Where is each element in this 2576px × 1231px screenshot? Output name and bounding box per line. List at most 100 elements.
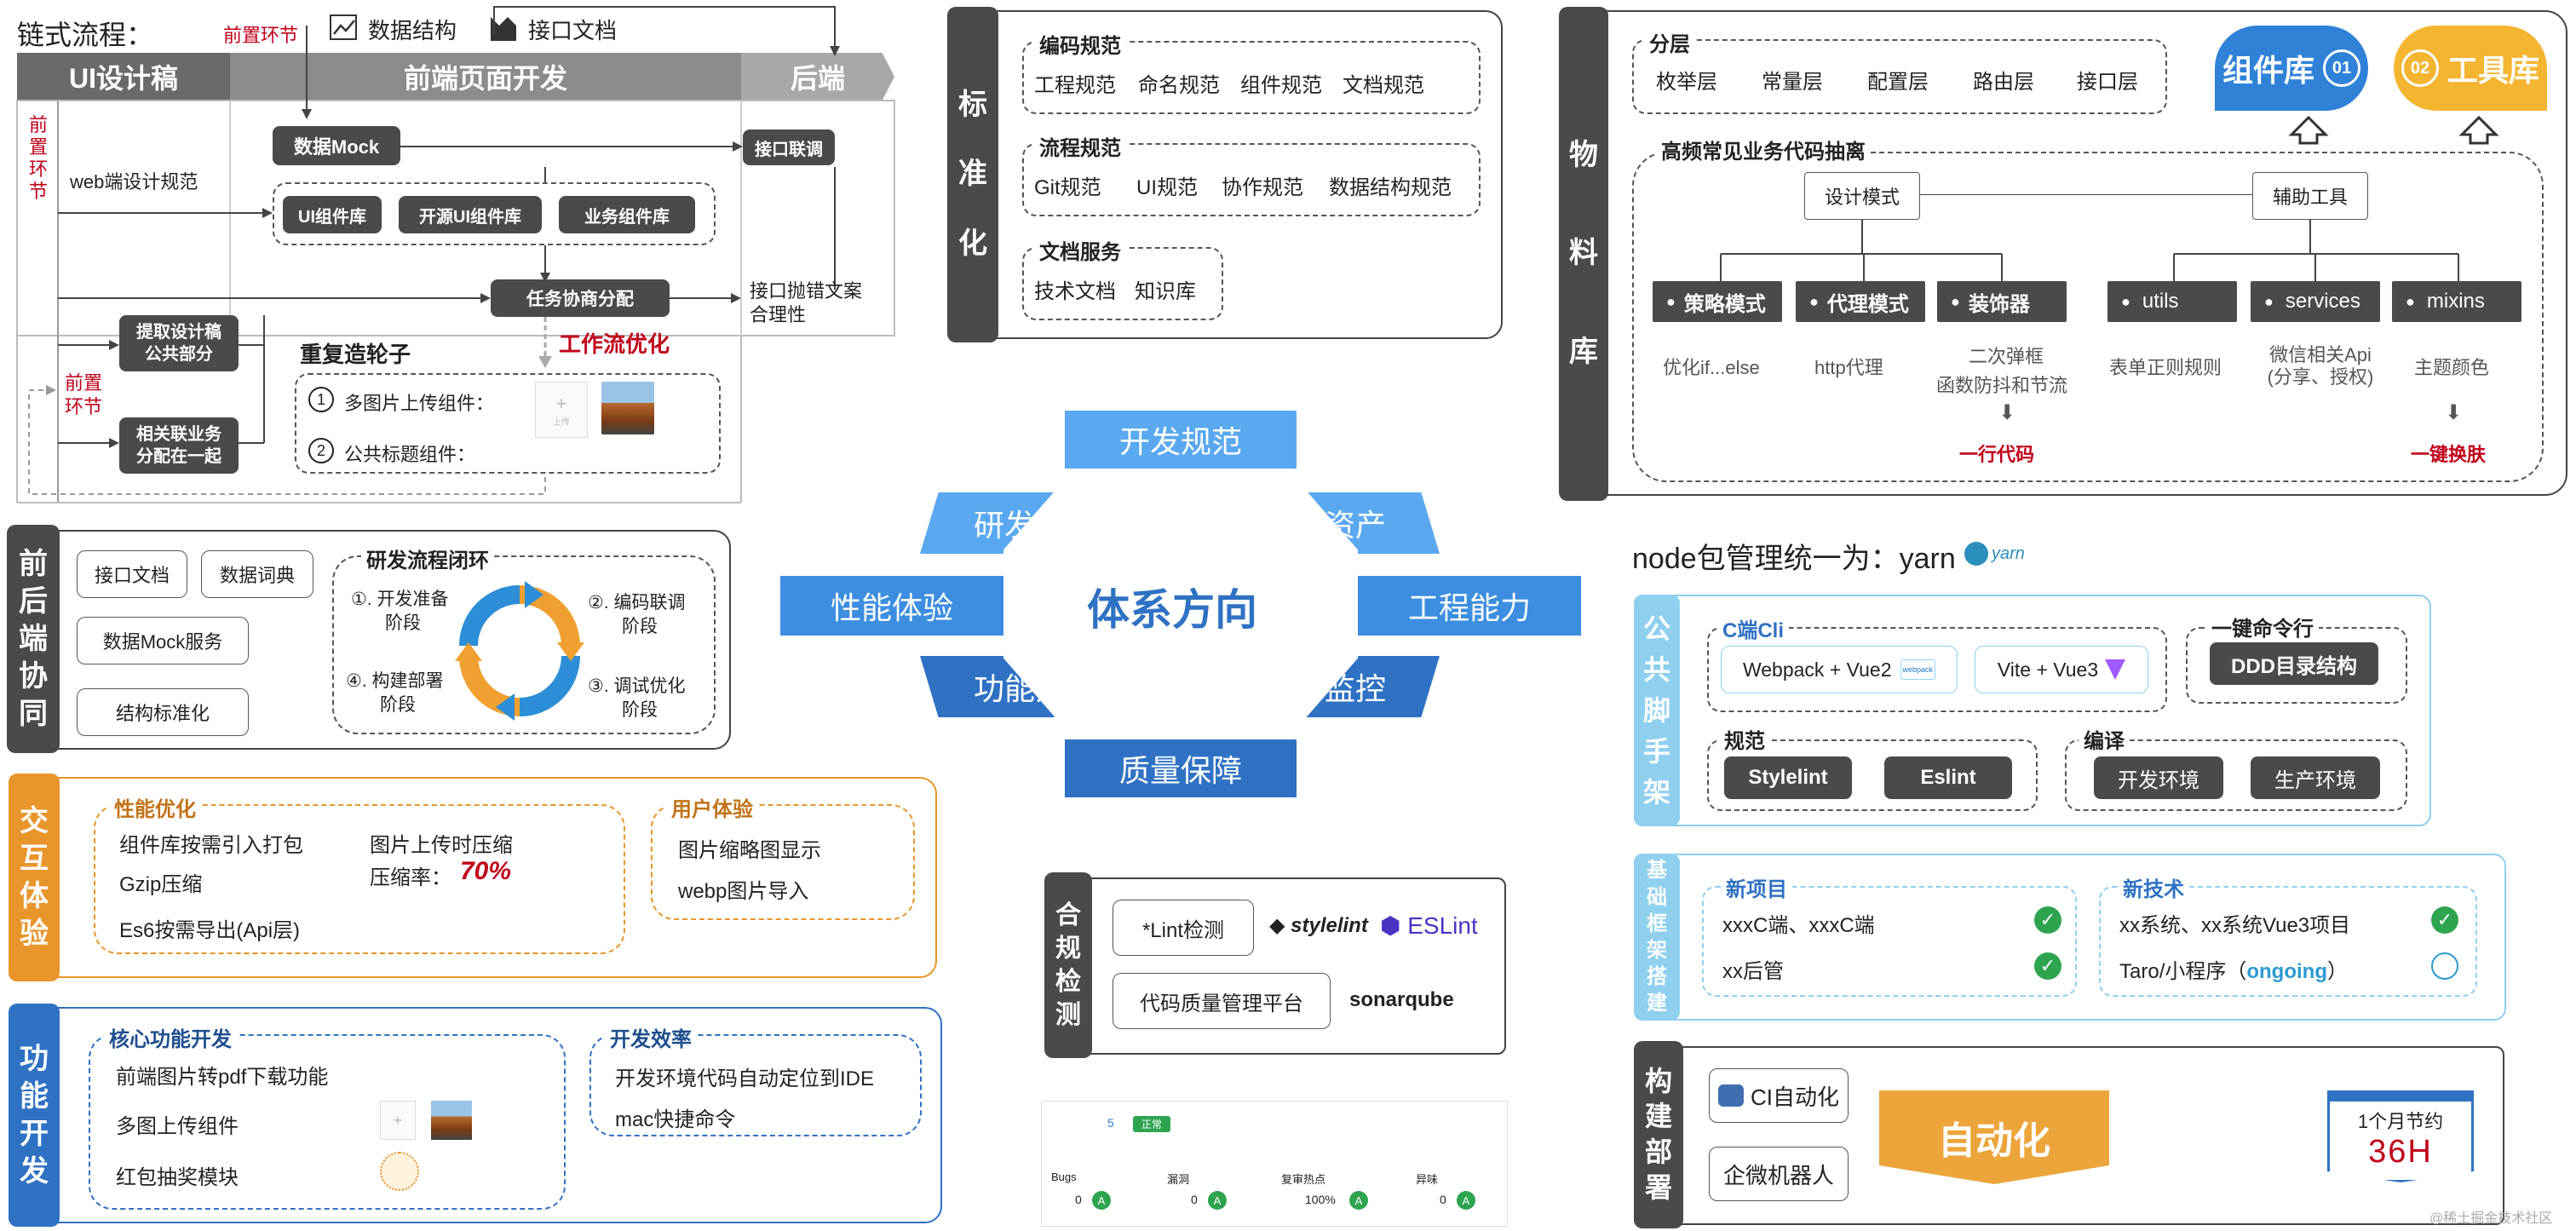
sonar-metric-label: 漏洞 xyxy=(1167,1173,1190,1186)
std-g2-box xyxy=(1022,143,1481,216)
task-node[interactable]: 任务协商分配 xyxy=(491,279,670,317)
ui-lib-node[interactable]: UI组件库 xyxy=(283,196,382,233)
collab-apidoc[interactable]: 接口文档 xyxy=(77,550,187,598)
tool-utils[interactable]: ●utils xyxy=(2107,281,2237,322)
chain-lines xyxy=(16,6,895,503)
tool-mixins[interactable]: ●mixins xyxy=(2392,281,2521,322)
workflow-title: 工作流优化 xyxy=(559,331,670,357)
tool-services[interactable]: ●services xyxy=(2251,281,2380,322)
newproj-item2: xx后管 xyxy=(1722,960,1784,983)
building-photo xyxy=(601,382,654,434)
core-item2: 多图上传组件 xyxy=(116,1115,239,1138)
tag-char: 功 xyxy=(20,1042,49,1075)
platform-box[interactable]: 代码质量管理平台 xyxy=(1113,973,1331,1029)
newproj-box xyxy=(1702,886,2077,997)
sonar-metric-label: 异味 xyxy=(1416,1173,1439,1186)
design-node[interactable]: 设计模式 xyxy=(1804,172,1920,220)
assign-line: 分配在一起 xyxy=(136,447,221,466)
mock-node[interactable]: 数据Mock xyxy=(273,126,400,165)
upload-thumb-2: + xyxy=(380,1101,416,1140)
save-card-band xyxy=(2330,1093,2471,1102)
tag-char: 公 xyxy=(1642,613,1670,644)
stylelint-node[interactable]: Stylelint xyxy=(1724,756,1852,799)
prod-env-node[interactable]: 生产环境 xyxy=(2251,756,2380,799)
onekey-title: 一键命令行 xyxy=(2206,612,2319,641)
layer-3: 配置层 xyxy=(1867,71,1929,94)
tag-char: 交 xyxy=(20,804,49,837)
sonar-status: 正常 xyxy=(1133,1116,1171,1132)
mode-proxy[interactable]: ●代理模式 xyxy=(1796,281,1925,322)
ddd-node[interactable]: DDD目录结构 xyxy=(2210,642,2378,685)
stage-fe: 前端页面开发 xyxy=(230,53,741,101)
perf-item1: 组件库按需引入打包 xyxy=(119,834,303,857)
stage3: ③. 调试优化 阶段 xyxy=(588,675,686,722)
mode-strategy[interactable]: ●策略模式 xyxy=(1653,281,1782,322)
newtech-box xyxy=(2099,886,2477,997)
stylelint-logo: ◆ stylelint xyxy=(1269,913,1368,938)
newtech-item1: xx系统、xx系统Vue3项目 xyxy=(2119,914,2351,937)
layer-box xyxy=(1632,39,2167,114)
biz-lib-node[interactable]: 业务组件库 xyxy=(559,196,695,233)
aux-node[interactable]: 辅助工具 xyxy=(2252,172,2368,220)
std-g2-i4: 数据结构规范 xyxy=(1329,176,1452,199)
lib2-text: 工具库 xyxy=(2447,53,2539,88)
desc-proxy: http代理 xyxy=(1814,357,1883,378)
user-item2: webp图片导入 xyxy=(678,880,809,903)
collab-mock[interactable]: 数据Mock服务 xyxy=(77,617,249,664)
bot-box[interactable]: 企微机器人 xyxy=(1709,1147,1849,1201)
std-g2-title: 流程规范 xyxy=(1034,131,1126,161)
sonar-panel xyxy=(1041,1101,1508,1227)
dev-env-node[interactable]: 开发环境 xyxy=(2094,756,2223,799)
tag-char: 协 xyxy=(19,660,48,693)
newtech-title: 新技术 xyxy=(2118,872,2189,902)
wheel-item1: 多图片上传组件： xyxy=(344,393,495,414)
ongoing-label: ongoing xyxy=(2246,960,2327,983)
collab-dict[interactable]: 数据词典 xyxy=(201,550,313,598)
tag-char: 准 xyxy=(958,158,987,191)
tag-char: 部 xyxy=(1644,1136,1672,1167)
stage2: ②. 编码联调 阶段 xyxy=(588,591,686,639)
desc-line: (分享、授权) xyxy=(2267,366,2374,388)
eff-title: 开发效率 xyxy=(605,1022,697,1052)
num1-circle: 1 xyxy=(308,387,334,412)
collab-struct[interactable]: 结构标准化 xyxy=(77,688,249,736)
perf-box xyxy=(94,804,625,954)
lib2-badge[interactable]: 02 工具库 xyxy=(2394,26,2547,111)
one-line-code: 一行代码 xyxy=(1959,444,2035,465)
num2-circle: 2 xyxy=(308,438,334,463)
stage1-line: 阶段 xyxy=(385,613,421,633)
tag-char: 共 xyxy=(1642,654,1670,685)
tag-char: 发 xyxy=(20,1155,49,1188)
apidoc-label: 接口文档 xyxy=(528,18,618,43)
api-joint-node[interactable]: 接口联调 xyxy=(743,129,835,165)
extract-node[interactable]: 提取设计稿 公共部分 xyxy=(119,315,239,371)
std-g2-i3: 协作规范 xyxy=(1222,176,1303,199)
open-ui-node[interactable]: 开源UI组件库 xyxy=(399,196,542,233)
cli-title: C端Cli xyxy=(1717,613,1789,643)
desc-services: 微信相关Api (分享、授权) xyxy=(2252,344,2389,388)
save-hours: 36H xyxy=(2368,1134,2433,1170)
eslint-node[interactable]: Eslint xyxy=(1884,756,2012,799)
tool-label: utils xyxy=(2142,290,2179,313)
tag-char: 测 xyxy=(1055,1001,1081,1029)
mode-decorator[interactable]: ●装饰器 xyxy=(1937,281,2067,322)
loop-title: 研发流程闭环 xyxy=(361,544,494,573)
lib1-badge[interactable]: 组件库 01 xyxy=(2215,26,2368,111)
eff-item1: 开发环境代码自动定位到IDE xyxy=(615,1067,875,1090)
desc-utils: 表单正则规则 xyxy=(2109,357,2222,378)
tree-lines xyxy=(1720,194,2459,281)
mode-label: 代理模式 xyxy=(1826,292,1909,316)
eff-box xyxy=(589,1034,922,1136)
assign-node[interactable]: 相关联业务 分配在一起 xyxy=(119,417,239,474)
pre-line: 环节 xyxy=(65,396,103,417)
std-g1-i2: 命名规范 xyxy=(1138,74,1220,97)
ci-box[interactable]: CI自动化 xyxy=(1709,1068,1849,1123)
core-title: 核心功能开发 xyxy=(104,1022,237,1052)
dir-left: 性能体验 xyxy=(780,576,1003,636)
mode-label: 装饰器 xyxy=(1968,292,2030,316)
webpack-vue2[interactable]: Webpack + Vue2 webpack xyxy=(1721,646,1958,693)
lint-box[interactable]: *Lint检测 xyxy=(1113,900,1254,956)
wv-text: Webpack + Vue2 xyxy=(1742,658,1892,681)
vite-vue3[interactable]: Vite + Vue3 xyxy=(1975,646,2148,693)
tag-char: 规 xyxy=(1055,935,1081,963)
